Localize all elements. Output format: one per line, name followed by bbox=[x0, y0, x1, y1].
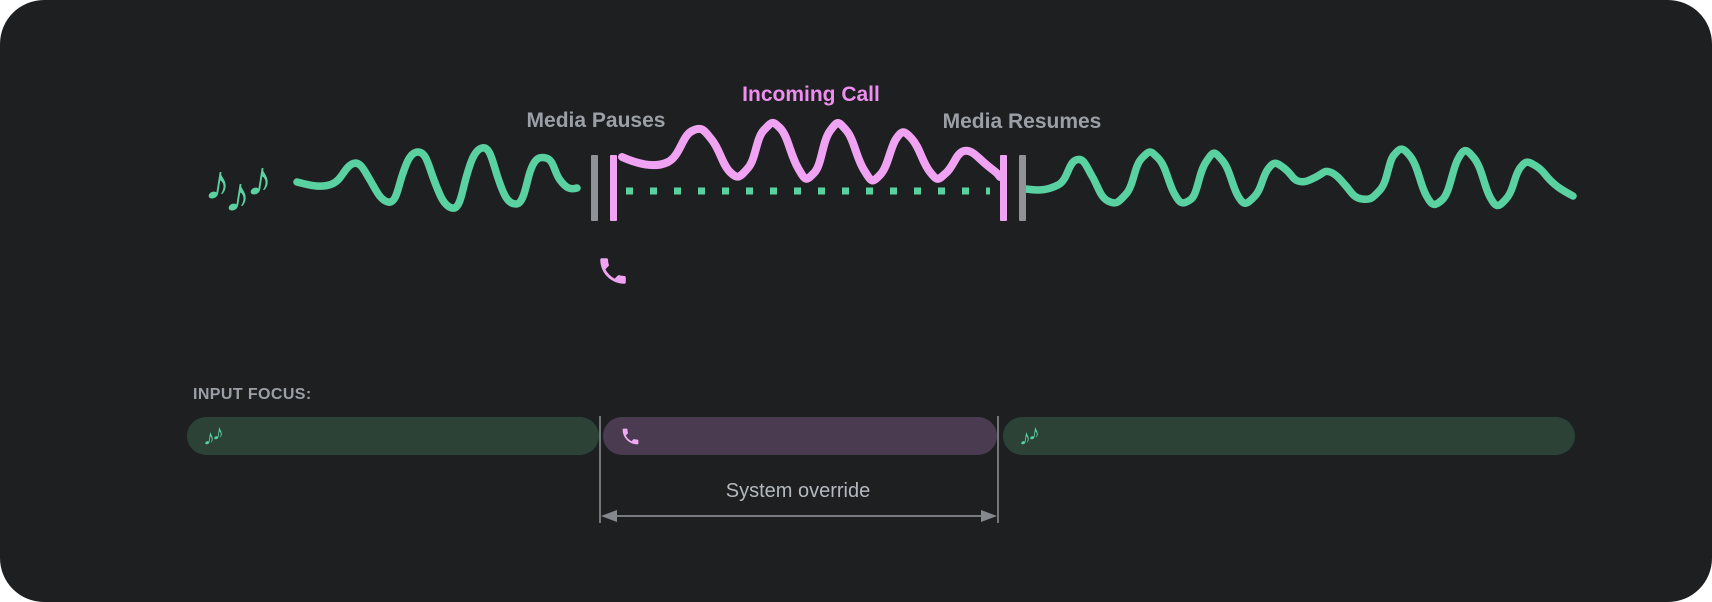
media-pauses-label: Media Pauses bbox=[526, 109, 666, 132]
input-focus-heading: INPUT FOCUS: bbox=[193, 386, 312, 403]
incoming-call-label: Incoming Call bbox=[742, 83, 880, 106]
focus-bar-media-2: ♪ ♪ bbox=[1003, 417, 1575, 455]
media-resumes-label: Media Resumes bbox=[942, 110, 1102, 133]
phone-icon bbox=[600, 258, 626, 284]
music-note-glyph: ♪ bbox=[211, 419, 226, 446]
focus-bar-media-1: ♪ ♪ bbox=[187, 417, 599, 455]
music-notes-icon: ♪ ♪ ♪ bbox=[202, 149, 278, 224]
music-notes-icon: ♪ ♪ bbox=[202, 419, 230, 450]
music-notes-icon: ♪ ♪ bbox=[1018, 419, 1046, 450]
music-note-glyph: ♪ bbox=[243, 149, 278, 209]
music-note-glyph: ♪ bbox=[1027, 419, 1042, 446]
system-override-label: System override bbox=[725, 480, 871, 502]
focus-bar-call bbox=[603, 417, 997, 455]
phone-icon bbox=[622, 428, 639, 444]
